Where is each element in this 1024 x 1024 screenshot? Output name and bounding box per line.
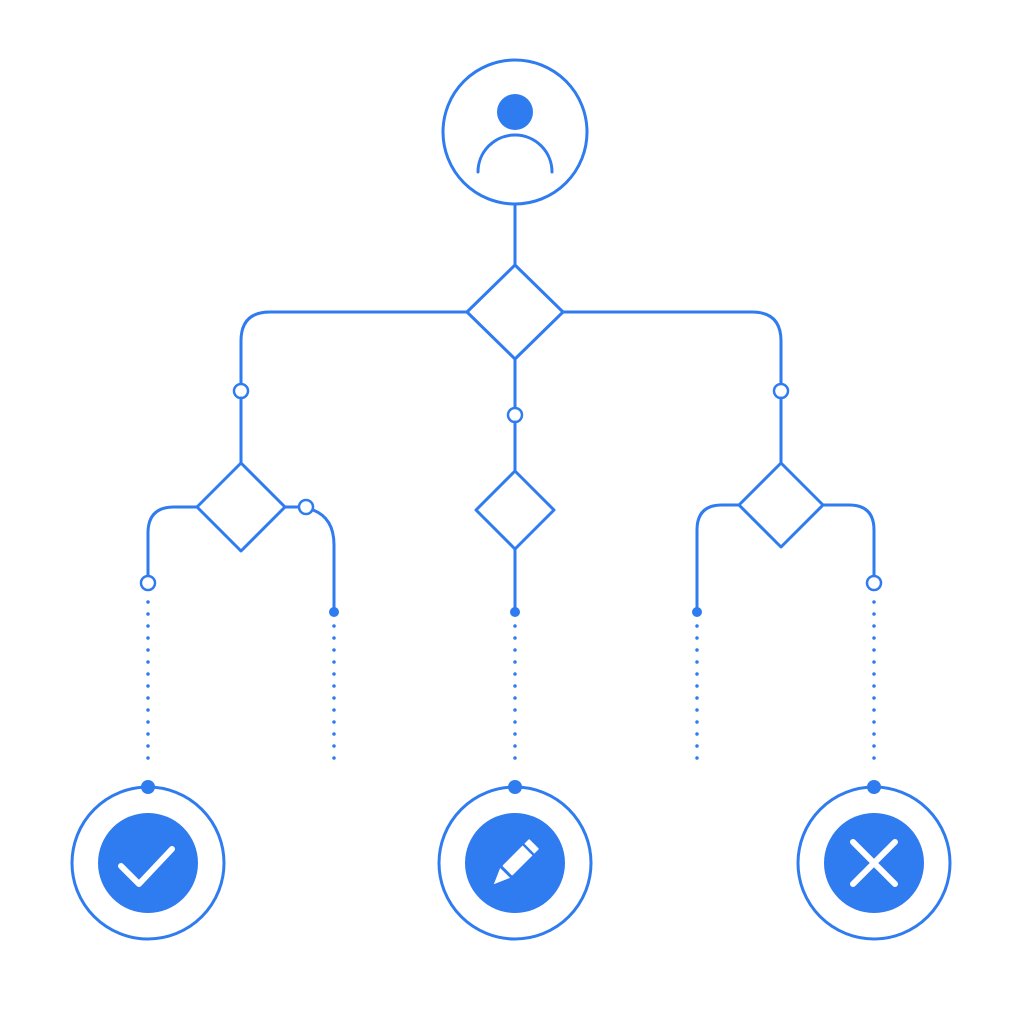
user-node[interactable] [441, 58, 589, 206]
middle-junction-dot [506, 406, 524, 424]
reject-connector-dot [867, 780, 881, 794]
connector-right-decision-left [695, 503, 741, 614]
outcome-reject[interactable] [796, 780, 952, 941]
pencil-body [502, 839, 539, 876]
user-frown [476, 133, 554, 174]
outcome-edit[interactable] [437, 780, 593, 941]
edit-connector-dot [508, 780, 522, 794]
close-icon [850, 839, 898, 887]
root-decision-diamond[interactable] [465, 263, 565, 361]
right-decision-diamond[interactable] [737, 461, 825, 549]
approve-path-junction-dot [139, 574, 157, 592]
left-decision-diamond[interactable] [195, 461, 287, 553]
middle-endpoint [510, 607, 520, 617]
middle-decision-diamond[interactable] [474, 469, 556, 551]
pencil-icon [493, 839, 539, 885]
outcome-approve[interactable] [70, 780, 226, 941]
left-junction-dot [232, 382, 250, 400]
left-side-endpoint [329, 607, 339, 617]
approve-connector-dot [141, 780, 155, 794]
approve-badge [98, 813, 198, 913]
connector-root-to-right [561, 310, 783, 385]
right-left-endpoint [692, 607, 702, 617]
left-side-junction-dot [297, 498, 315, 516]
pencil-band [521, 843, 535, 857]
reject-path-junction-dot [865, 574, 883, 592]
connector-left-decision-to-approve [146, 505, 199, 577]
user-node-ring [441, 58, 589, 206]
pencil-tip [493, 867, 511, 885]
user-sad-icon [476, 94, 554, 174]
connector-right-decision-to-reject [821, 503, 876, 577]
check-icon [118, 846, 175, 887]
user-head [497, 94, 533, 130]
right-junction-dot [772, 382, 790, 400]
connector-root-to-left [239, 310, 469, 385]
connector-left-side-down [311, 508, 336, 614]
